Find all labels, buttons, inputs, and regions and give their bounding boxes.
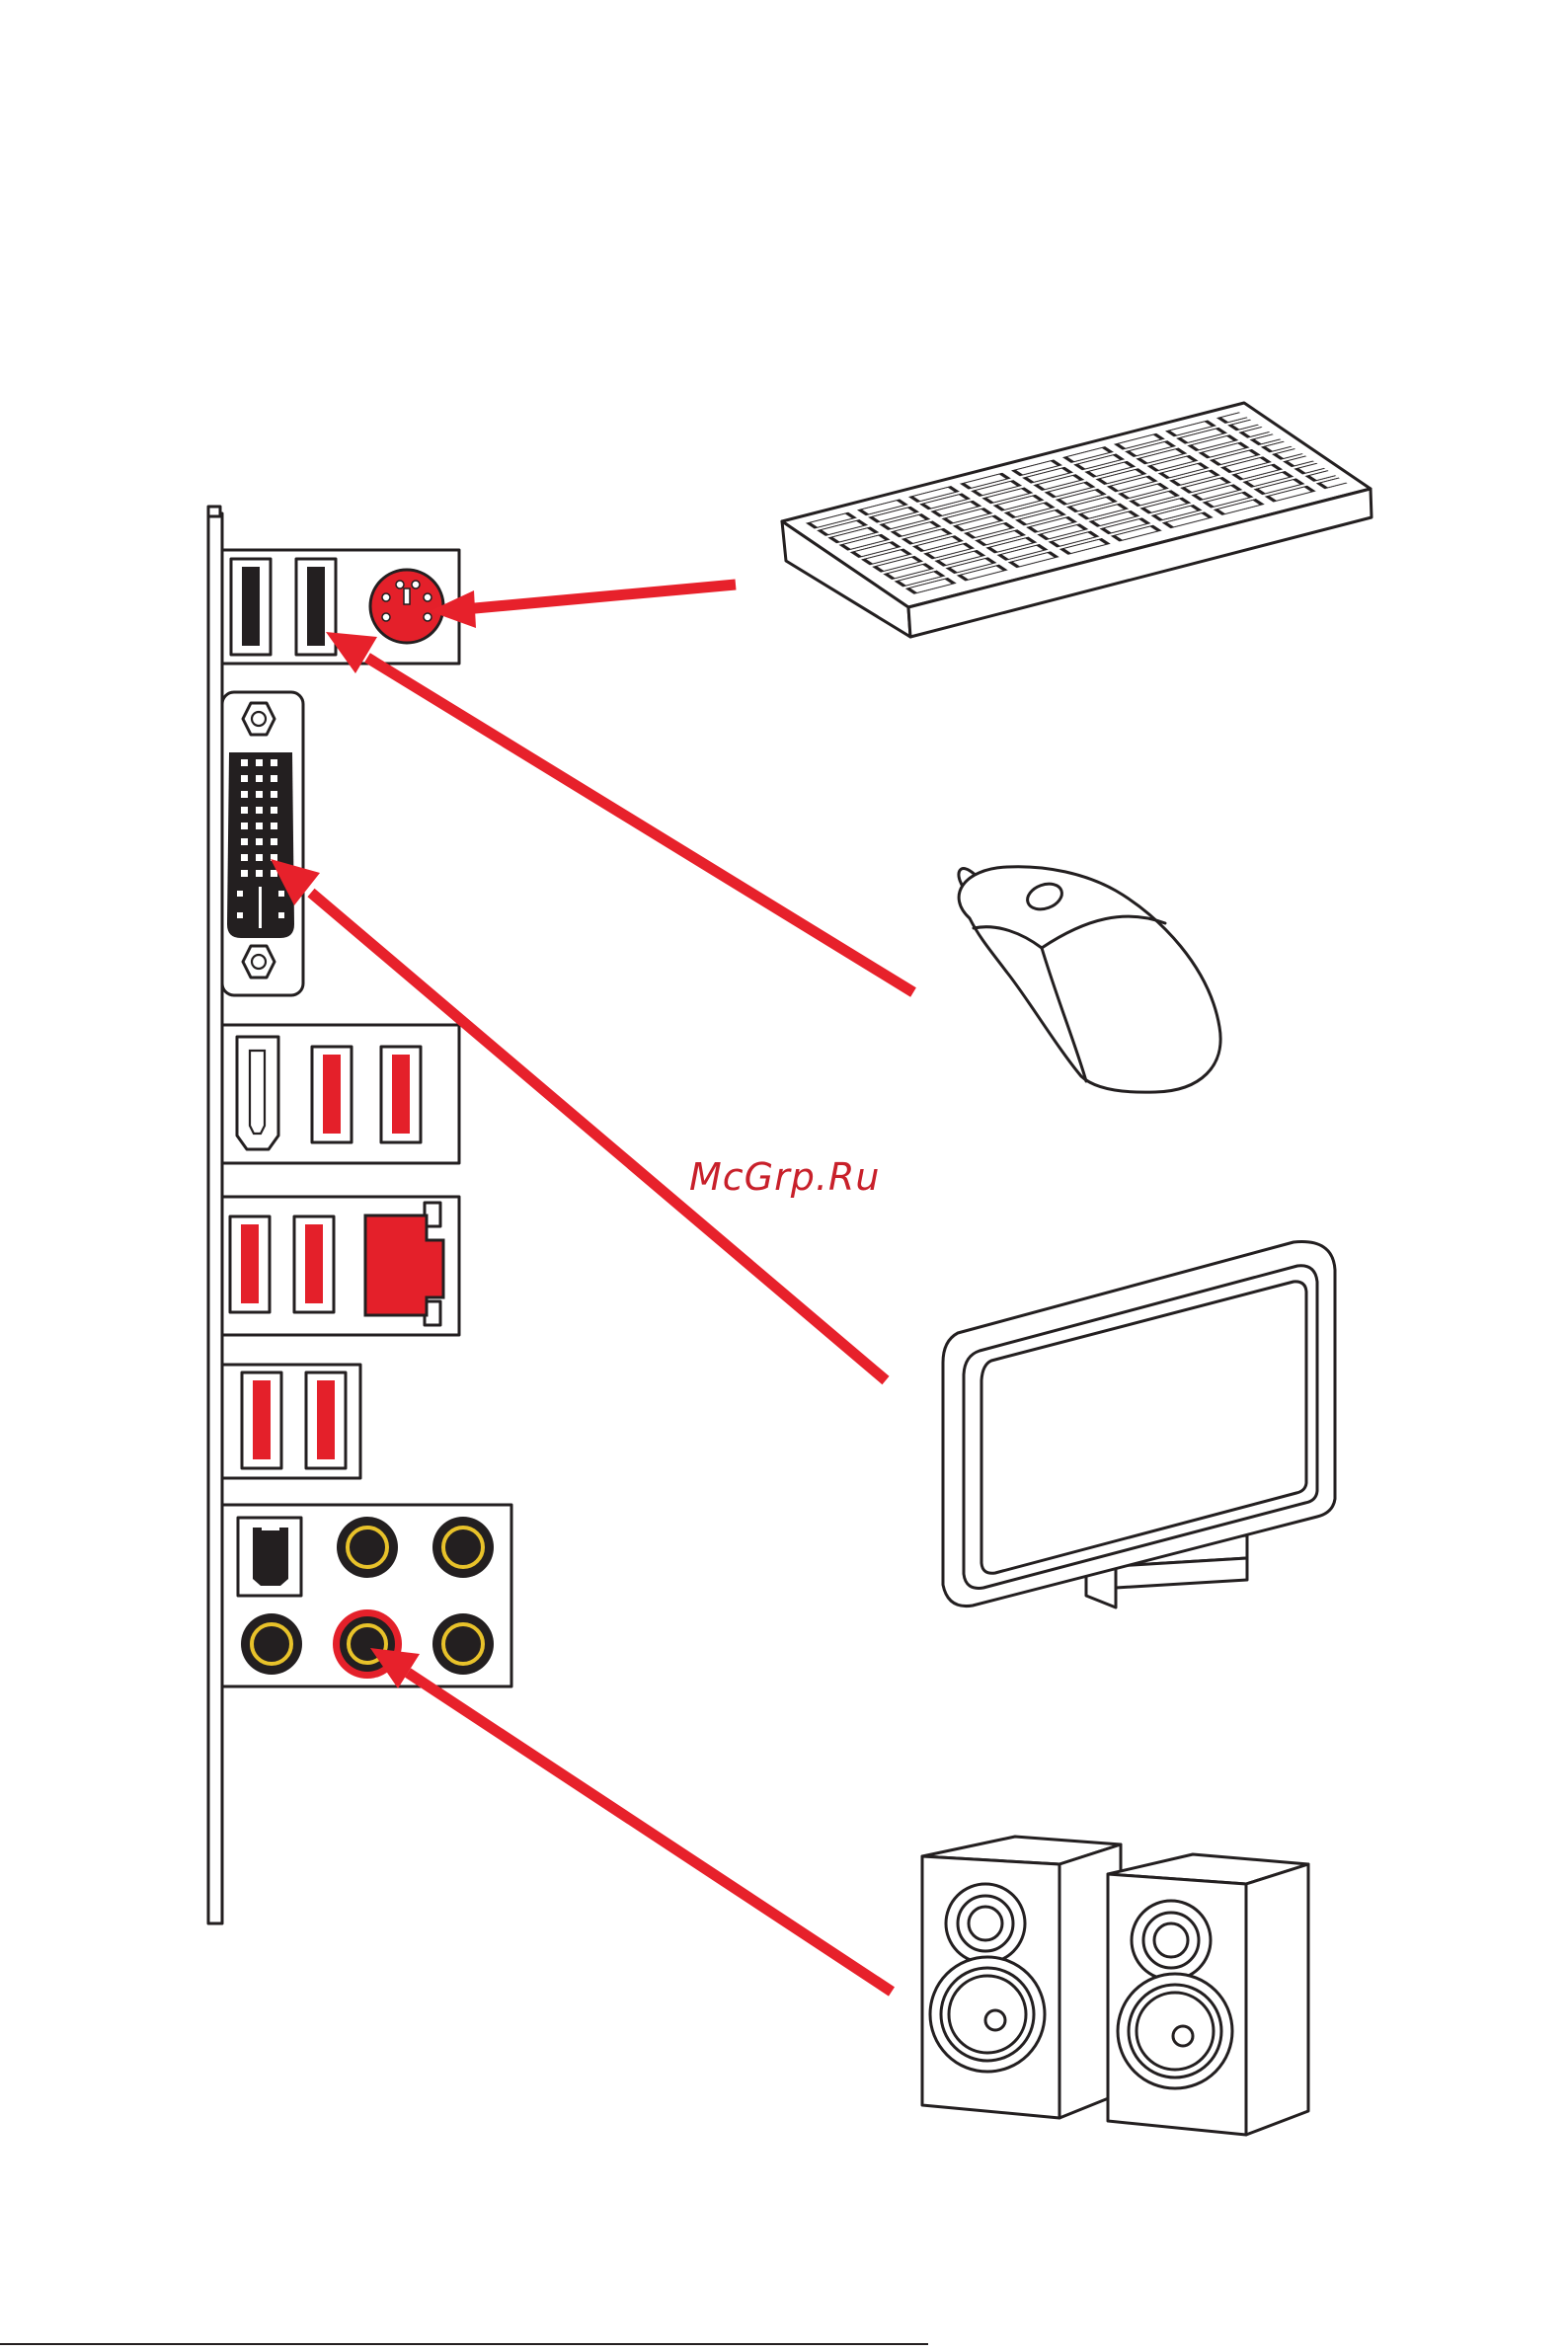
arrow-keyboard-to-ps2 — [430, 585, 736, 628]
optical-spdif-port — [238, 1518, 301, 1596]
usb-pair-block — [222, 1365, 360, 1478]
usb-3-port — [381, 1047, 421, 1142]
audio-jack — [337, 1517, 398, 1578]
watermark-text: McGrp.Ru — [689, 1155, 880, 1199]
usb-3-port — [294, 1216, 334, 1312]
audio-jack — [432, 1517, 494, 1578]
lan-port — [365, 1203, 443, 1325]
usb-3-port — [230, 1216, 270, 1312]
audio-jack — [241, 1613, 302, 1675]
usb-3-port — [242, 1372, 281, 1468]
keyboard-icon — [782, 403, 1372, 637]
io-shield — [208, 507, 222, 1923]
usb-2-port — [231, 559, 271, 655]
arrow-mouse-to-usb — [326, 632, 913, 992]
hdmi-port — [237, 1037, 278, 1149]
footer-rule — [0, 2343, 928, 2345]
usb-3-port — [312, 1047, 352, 1142]
usb-3-port — [306, 1372, 346, 1468]
audio-jack — [432, 1613, 494, 1675]
dvi-port — [222, 692, 303, 995]
mouse-icon — [959, 867, 1220, 1092]
ps2-port — [370, 570, 443, 643]
hdmi-usb-block — [222, 1025, 459, 1163]
audio-block — [222, 1505, 511, 1686]
arrow-speakers-to-audio — [370, 1648, 892, 1992]
usb-lan-block — [222, 1197, 459, 1335]
usb-2-port — [296, 559, 336, 655]
speakers-icon — [922, 1837, 1308, 2135]
monitor-icon — [943, 1242, 1335, 1607]
